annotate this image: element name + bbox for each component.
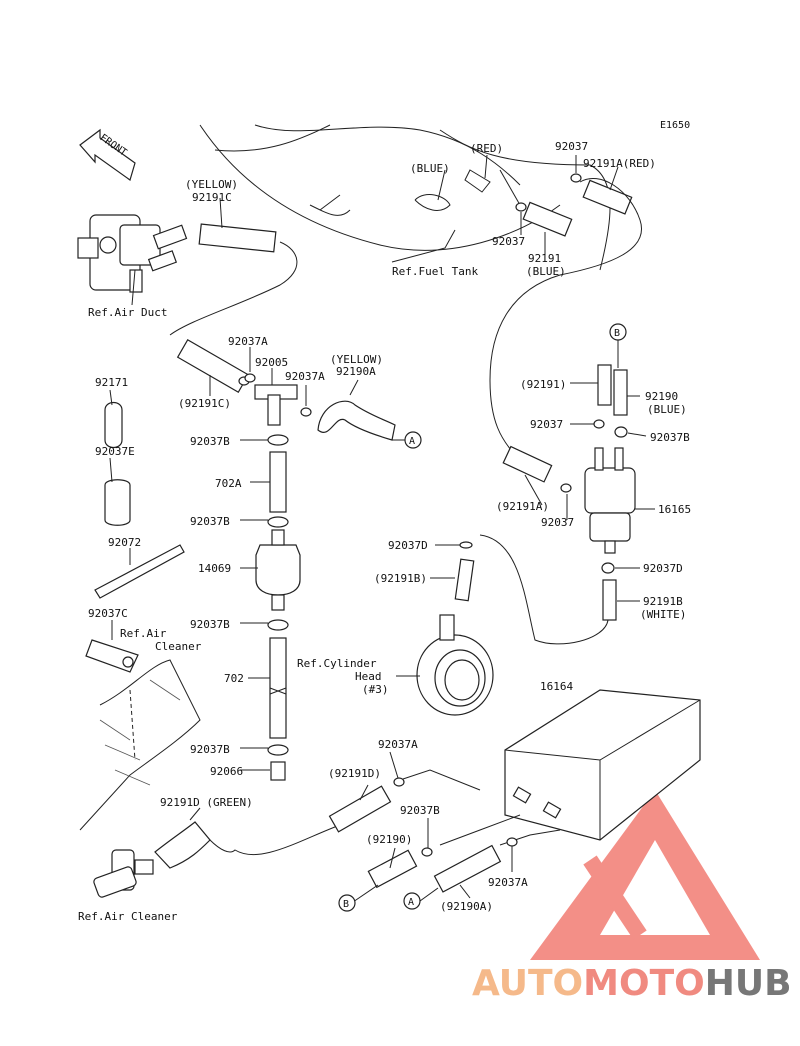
callout-label: (WHITE): [640, 608, 686, 621]
air-duct-assembly: [77, 214, 188, 293]
watermark-text: AUTOMOTOHUB: [472, 963, 792, 1004]
callout-label: 92066: [210, 765, 243, 778]
callout-label: 92037C: [88, 607, 128, 620]
callout-label: (BLUE): [647, 403, 687, 416]
callout-label: (BLUE): [526, 265, 566, 278]
svg-text:A: A: [408, 897, 414, 908]
fuel-filter-column: [255, 434, 301, 781]
bracket-92037C: [85, 639, 139, 673]
callout-label: 92191A(RED): [583, 157, 656, 170]
callout-label: 92037A: [378, 738, 418, 751]
marker-b-upper: B: [609, 323, 627, 341]
air-cleaner-housing: [79, 659, 201, 831]
callout-label: 92037: [541, 516, 574, 529]
callout-label: 92191B: [643, 595, 683, 608]
hose-92190A-lower: [433, 844, 502, 893]
callout-label: (BLUE): [410, 162, 450, 175]
hose-92190A-left: [317, 400, 396, 441]
svg-text:A: A: [409, 436, 415, 447]
callout-label: Ref.Cylinder: [297, 657, 377, 670]
joint-92005: [254, 384, 298, 426]
marker-b-lower: B: [338, 894, 356, 912]
marker-a-upper: A: [404, 431, 422, 449]
diagram-code: E1650: [660, 120, 690, 131]
clamps-92171-92037E: [104, 401, 131, 526]
callout-label: Cleaner: [155, 640, 202, 653]
callout-label: 92037: [492, 235, 525, 248]
callout-label: Ref.Air Cleaner: [78, 910, 178, 923]
callout-label: 92037B: [650, 431, 690, 444]
leader-lines: [109, 154, 655, 903]
callout-label: (RED): [470, 142, 503, 155]
callout-label: (92190A): [440, 900, 493, 913]
hose-92190-lower: [367, 849, 418, 889]
callout-label: (92190): [366, 833, 412, 846]
callout-label: 92191D (GREEN): [160, 796, 253, 809]
callout-label: (#3): [362, 683, 389, 696]
hose-92191B-white: [479, 534, 617, 645]
callout-label: 92037: [555, 140, 588, 153]
callout-label: (92191D): [328, 767, 381, 780]
fuel-tank-outline: [199, 124, 611, 271]
hoses-92191-92190-right: [597, 364, 628, 416]
callout-label: (92191B): [374, 572, 427, 585]
watermark-logo: [530, 790, 760, 960]
callout-label: 702A: [215, 477, 242, 490]
front-direction-arrow: FRONT: [79, 128, 136, 181]
callout-label: 92037B: [190, 515, 230, 528]
callout-label: 14069: [198, 562, 231, 575]
callout-label: 92171: [95, 376, 128, 389]
svg-text:B: B: [343, 899, 349, 910]
callout-label: 92037A: [285, 370, 325, 383]
cylinder-head-fitting: [416, 614, 494, 716]
callout-label: 92191C: [192, 191, 232, 204]
callout-label: 16164: [540, 680, 573, 693]
callout-label: 92037D: [643, 562, 683, 575]
callout-label: 92072: [108, 536, 141, 549]
callout-label: (92191A): [496, 500, 549, 513]
callout-label: 16165: [658, 503, 691, 516]
callout-label: 92037A: [488, 876, 528, 889]
tie-band-92072: [94, 544, 185, 599]
callout-label: (92191): [520, 378, 566, 391]
callout-label: (YELLOW): [330, 353, 383, 366]
svg-text:AUTOMOTOHUB: AUTOMOTOHUB: [472, 963, 792, 1004]
hose-92191D-green: [154, 821, 341, 869]
callout-label: 92037B: [190, 743, 230, 756]
callout-label: 92191: [528, 252, 561, 265]
callout-label: Ref.Air: [120, 627, 167, 640]
hose-92191D-lower: [328, 785, 392, 833]
callout-label: 92037: [530, 418, 563, 431]
marker-a-lower: A: [403, 892, 421, 910]
hose-92191C-upper: [169, 223, 298, 336]
hose-92191A-lower: [502, 445, 553, 483]
callout-label: 92037B: [400, 804, 440, 817]
air-cleaner-fitting: [93, 849, 154, 898]
svg-text:B: B: [614, 328, 620, 339]
callout-label: 92037E: [95, 445, 135, 458]
callout-label: 702: [224, 672, 244, 685]
callout-label: Ref.Fuel Tank: [392, 265, 478, 278]
callout-label: (YELLOW): [185, 178, 238, 191]
callout-label: 92037D: [388, 539, 428, 552]
small-clamps: [244, 173, 628, 857]
callout-label: Ref.Air Duct: [88, 306, 167, 319]
callout-label: 92190: [645, 390, 678, 403]
callout-label: 92005: [255, 356, 288, 369]
callout-label: (92191C): [178, 397, 231, 410]
hose-92191B-left: [454, 558, 475, 602]
fuel-pump-16165: [584, 447, 636, 554]
hose-92191-blue: [499, 169, 573, 237]
callout-label: 92037B: [190, 618, 230, 631]
callout-label: 92037B: [190, 435, 230, 448]
callout-label: 92190A: [336, 365, 376, 378]
callout-label: Head: [355, 670, 382, 683]
callout-label: 92037A: [228, 335, 268, 348]
